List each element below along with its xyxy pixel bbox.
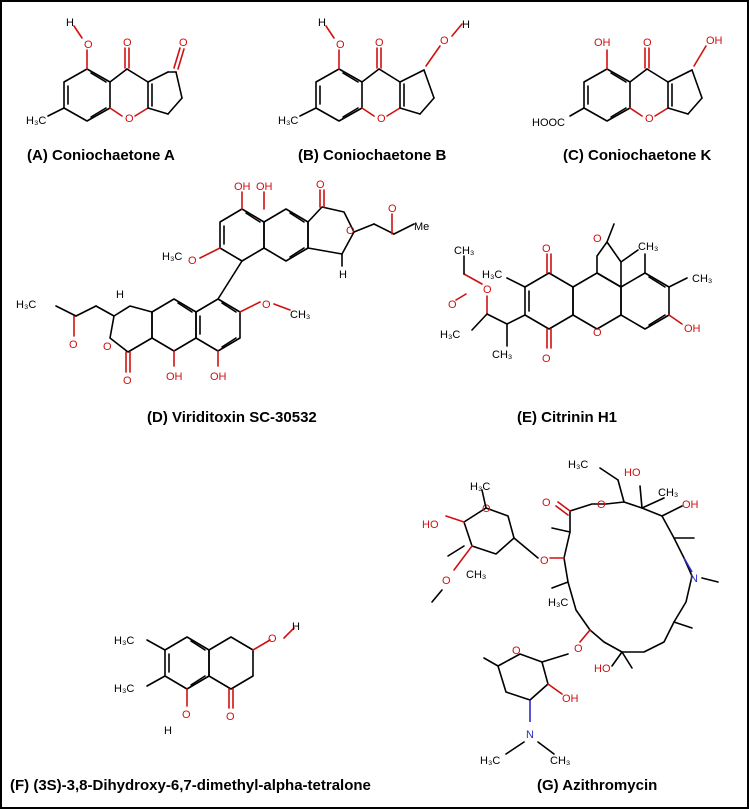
svg-text:HO: HO [594,663,611,675]
svg-text:O: O [125,113,134,125]
svg-text:H₃C: H₃C [278,115,298,127]
svg-text:H₃C: H₃C [568,459,588,471]
svg-text:O: O [84,39,93,51]
svg-text:O: O [69,339,78,351]
svg-text:O: O [268,633,277,645]
svg-text:HO: HO [624,467,641,479]
caption-a: (A) Coniochaetone A [27,147,175,164]
caption-e: (E) Citrinin H1 [517,409,617,426]
caption-f: (F) (3S)-3,8-Dihydroxy-6,7-dimethyl-alph… [10,777,371,794]
svg-text:HO: HO [422,519,439,531]
svg-text:H₃C: H₃C [440,329,460,341]
svg-text:CH₃: CH₃ [658,487,678,499]
svg-text:O: O [182,709,191,721]
svg-text:H: H [462,19,470,31]
svg-text:O: O [123,375,132,387]
caption-c: (C) Coniochaetone K [563,147,711,164]
svg-text:H: H [339,269,347,281]
svg-text:H₃C: H₃C [480,755,500,767]
svg-text:O: O [188,255,197,267]
svg-text:O: O [179,37,188,49]
svg-text:Me: Me [414,221,429,233]
structure-citrinin-h1: H₃C O O O O O O CH₃ H₃C CH₃ CH₃ CH₃ OH [440,223,712,365]
svg-text:H₃C: H₃C [16,299,36,311]
svg-text:OH: OH [234,181,251,193]
svg-text:N: N [526,729,534,741]
svg-text:O: O [593,327,602,339]
svg-text:CH₃: CH₃ [692,273,712,285]
svg-text:O: O [482,503,491,515]
svg-text:O: O [593,233,602,245]
structure-azithromycin: O O H₃C HO CH₃ OH N HO O O H₃C O H₃C HO O… [422,459,719,767]
svg-text:OH: OH [166,371,183,383]
svg-text:O: O [440,35,449,47]
caption-b: (B) Coniochaetone B [298,147,446,164]
svg-text:H₃C: H₃C [114,635,134,647]
svg-text:H₃C: H₃C [482,269,502,281]
svg-text:O: O [377,113,386,125]
svg-text:O: O [123,37,132,49]
svg-text:O: O [103,341,112,353]
svg-text:OH: OH [682,499,699,511]
svg-text:OH: OH [210,371,227,383]
svg-text:O: O [316,179,325,191]
svg-text:CH₃: CH₃ [454,245,474,257]
svg-text:CH₃: CH₃ [492,349,512,361]
svg-text:O: O [442,575,451,587]
svg-text:O: O [540,555,549,567]
svg-text:OH: OH [562,693,579,705]
svg-text:O: O [542,243,551,255]
svg-text:H₃C: H₃C [548,597,568,609]
structure-coniochaetone-k: OH O OH O HOOC [532,35,723,129]
svg-text:O: O [262,299,271,311]
svg-text:CH₃: CH₃ [638,241,658,253]
svg-text:O: O [542,497,551,509]
svg-text:O: O [643,37,652,49]
svg-text:H₃C: H₃C [162,251,182,263]
svg-text:O: O [448,299,457,311]
svg-text:OH: OH [684,323,701,335]
caption-d: (D) Viriditoxin SC-30532 [147,409,317,426]
svg-text:H: H [164,725,172,737]
svg-text:O: O [375,37,384,49]
svg-text:H: H [292,621,300,633]
svg-text:O: O [574,643,583,655]
svg-text:H₃C: H₃C [470,481,490,493]
svg-text:O: O [542,353,551,365]
svg-text:O: O [346,225,355,237]
svg-text:H₃C: H₃C [26,115,46,127]
svg-text:N: N [690,573,698,585]
svg-text:OH: OH [706,35,723,47]
svg-text:O: O [226,711,235,723]
svg-text:H: H [318,17,326,29]
svg-text:OH: OH [594,37,611,49]
svg-text:O: O [483,284,492,296]
svg-text:OH: OH [256,181,273,193]
svg-text:H: H [116,289,124,301]
structure-viriditoxin: OH OH O O O Me H O H₃C O O O H₃C H OH OH O CH₃ [16,179,429,387]
svg-text:O: O [336,39,345,51]
caption-g: (G) Azithromycin [537,777,657,794]
svg-text:O: O [388,203,397,215]
svg-text:H₃C: H₃C [114,683,134,695]
svg-text:HOOC: HOOC [532,117,565,129]
svg-text:O: O [512,645,521,657]
svg-text:O: O [597,499,606,511]
svg-text:CH₃: CH₃ [550,755,570,767]
svg-text:CH₃: CH₃ [290,309,310,321]
svg-text:O: O [645,113,654,125]
svg-text:H: H [66,17,74,29]
svg-text:CH₃: CH₃ [466,569,486,581]
